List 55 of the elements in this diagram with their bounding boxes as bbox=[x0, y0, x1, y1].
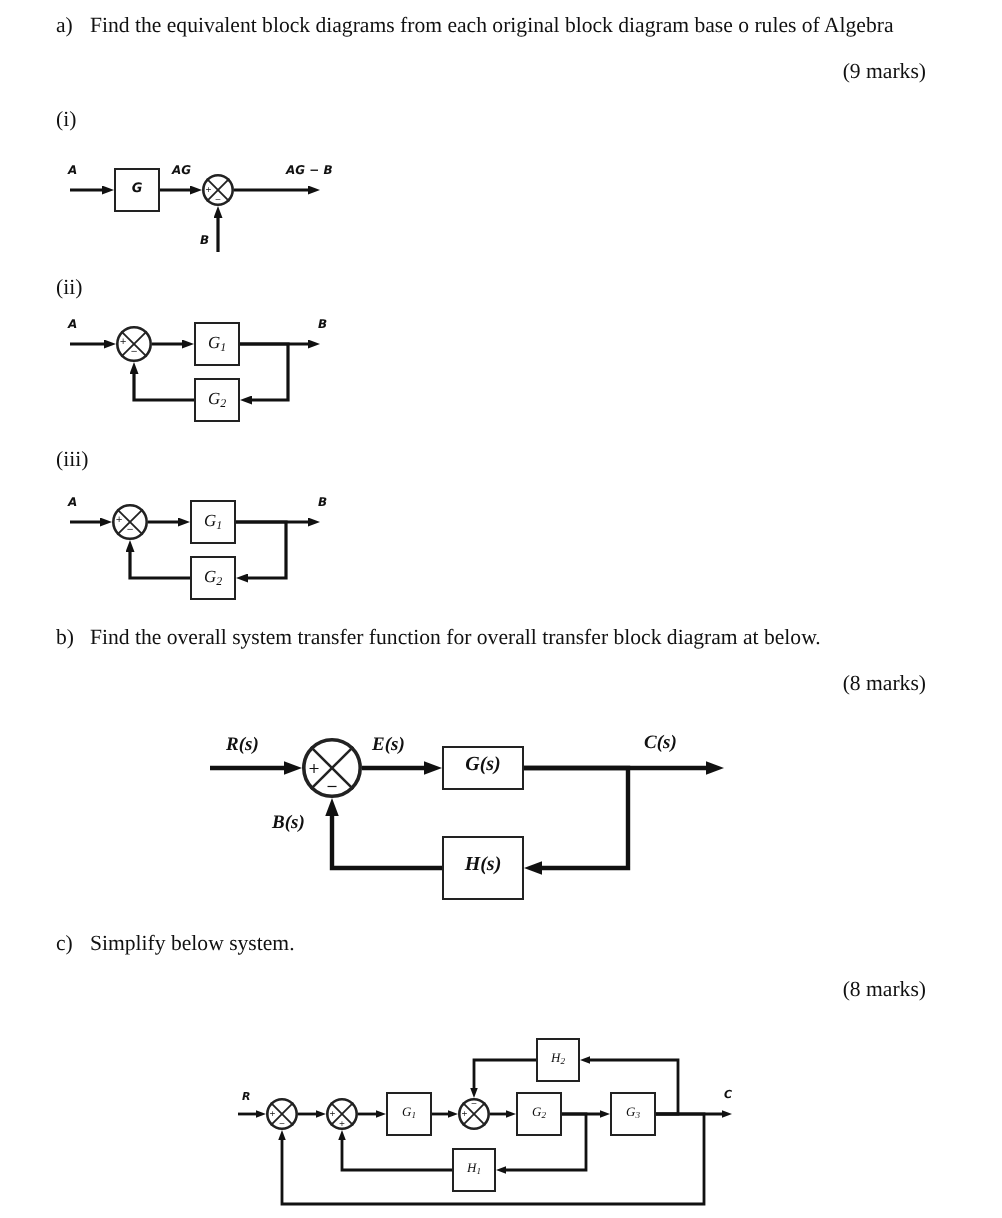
arrow bbox=[70, 339, 115, 349]
arrow bbox=[490, 1110, 515, 1118]
transfer-block: G$_{1}$ bbox=[190, 500, 236, 544]
marks-label: (8 marks) bbox=[842, 674, 926, 696]
summing-junction bbox=[326, 1098, 358, 1130]
arrow bbox=[278, 1112, 706, 1206]
signal-label: E(s) bbox=[372, 738, 405, 757]
signal-label: C(s) bbox=[644, 736, 677, 755]
question-text: Find the equivalent block diagrams from each original block diagram base o rules of Algebra bbox=[90, 16, 894, 38]
arrow bbox=[152, 339, 193, 349]
arrow bbox=[325, 800, 442, 871]
arrow bbox=[240, 342, 290, 405]
summing-junction bbox=[302, 738, 362, 798]
arrow bbox=[524, 765, 631, 875]
transfer-block: G$_{2}$ bbox=[190, 556, 236, 600]
arrow bbox=[160, 185, 201, 195]
arrow bbox=[234, 185, 319, 195]
signal-label: R(s) bbox=[226, 738, 259, 757]
arrow bbox=[210, 761, 300, 775]
arrow bbox=[581, 1056, 680, 1116]
summing-junction bbox=[266, 1098, 298, 1130]
signal-label: B(s) bbox=[272, 816, 305, 835]
arrow bbox=[70, 517, 111, 527]
transfer-block: H(s) bbox=[442, 836, 524, 900]
arrow bbox=[213, 207, 223, 252]
arrow bbox=[236, 520, 288, 583]
marks-label: (9 marks) bbox=[842, 62, 926, 84]
arrow bbox=[238, 1110, 265, 1118]
summing-junction bbox=[112, 504, 148, 540]
question-number: b) bbox=[56, 628, 74, 650]
arrow bbox=[70, 185, 113, 195]
arrow bbox=[362, 761, 440, 775]
marks-label: (8 marks) bbox=[842, 980, 926, 1002]
arrow bbox=[358, 1110, 385, 1118]
arrow bbox=[338, 1131, 452, 1172]
transfer-block: G(s) bbox=[442, 746, 524, 790]
question-text: Find the overall system transfer function for overall transfer block diagram at below. bbox=[90, 628, 821, 650]
transfer-block: G$_{1}$ bbox=[194, 322, 240, 366]
part-label: (i) bbox=[56, 110, 77, 132]
part-label: (iii) bbox=[56, 450, 89, 472]
summing-junction bbox=[202, 174, 234, 206]
summing-junction bbox=[458, 1098, 490, 1130]
question-text: Simplify below system. bbox=[90, 934, 295, 956]
arrow bbox=[129, 363, 194, 402]
arrow bbox=[125, 541, 190, 580]
arrow bbox=[432, 1110, 457, 1118]
part-label: (ii) bbox=[56, 278, 83, 300]
summing-junction bbox=[116, 326, 152, 362]
arrow bbox=[148, 517, 189, 527]
arrow bbox=[298, 1110, 325, 1118]
question-number: c) bbox=[56, 934, 73, 956]
arrow bbox=[470, 1058, 536, 1097]
transfer-block: G$_{2}$ bbox=[194, 378, 240, 422]
arrow bbox=[497, 1112, 588, 1174]
question-number: a) bbox=[56, 16, 73, 38]
